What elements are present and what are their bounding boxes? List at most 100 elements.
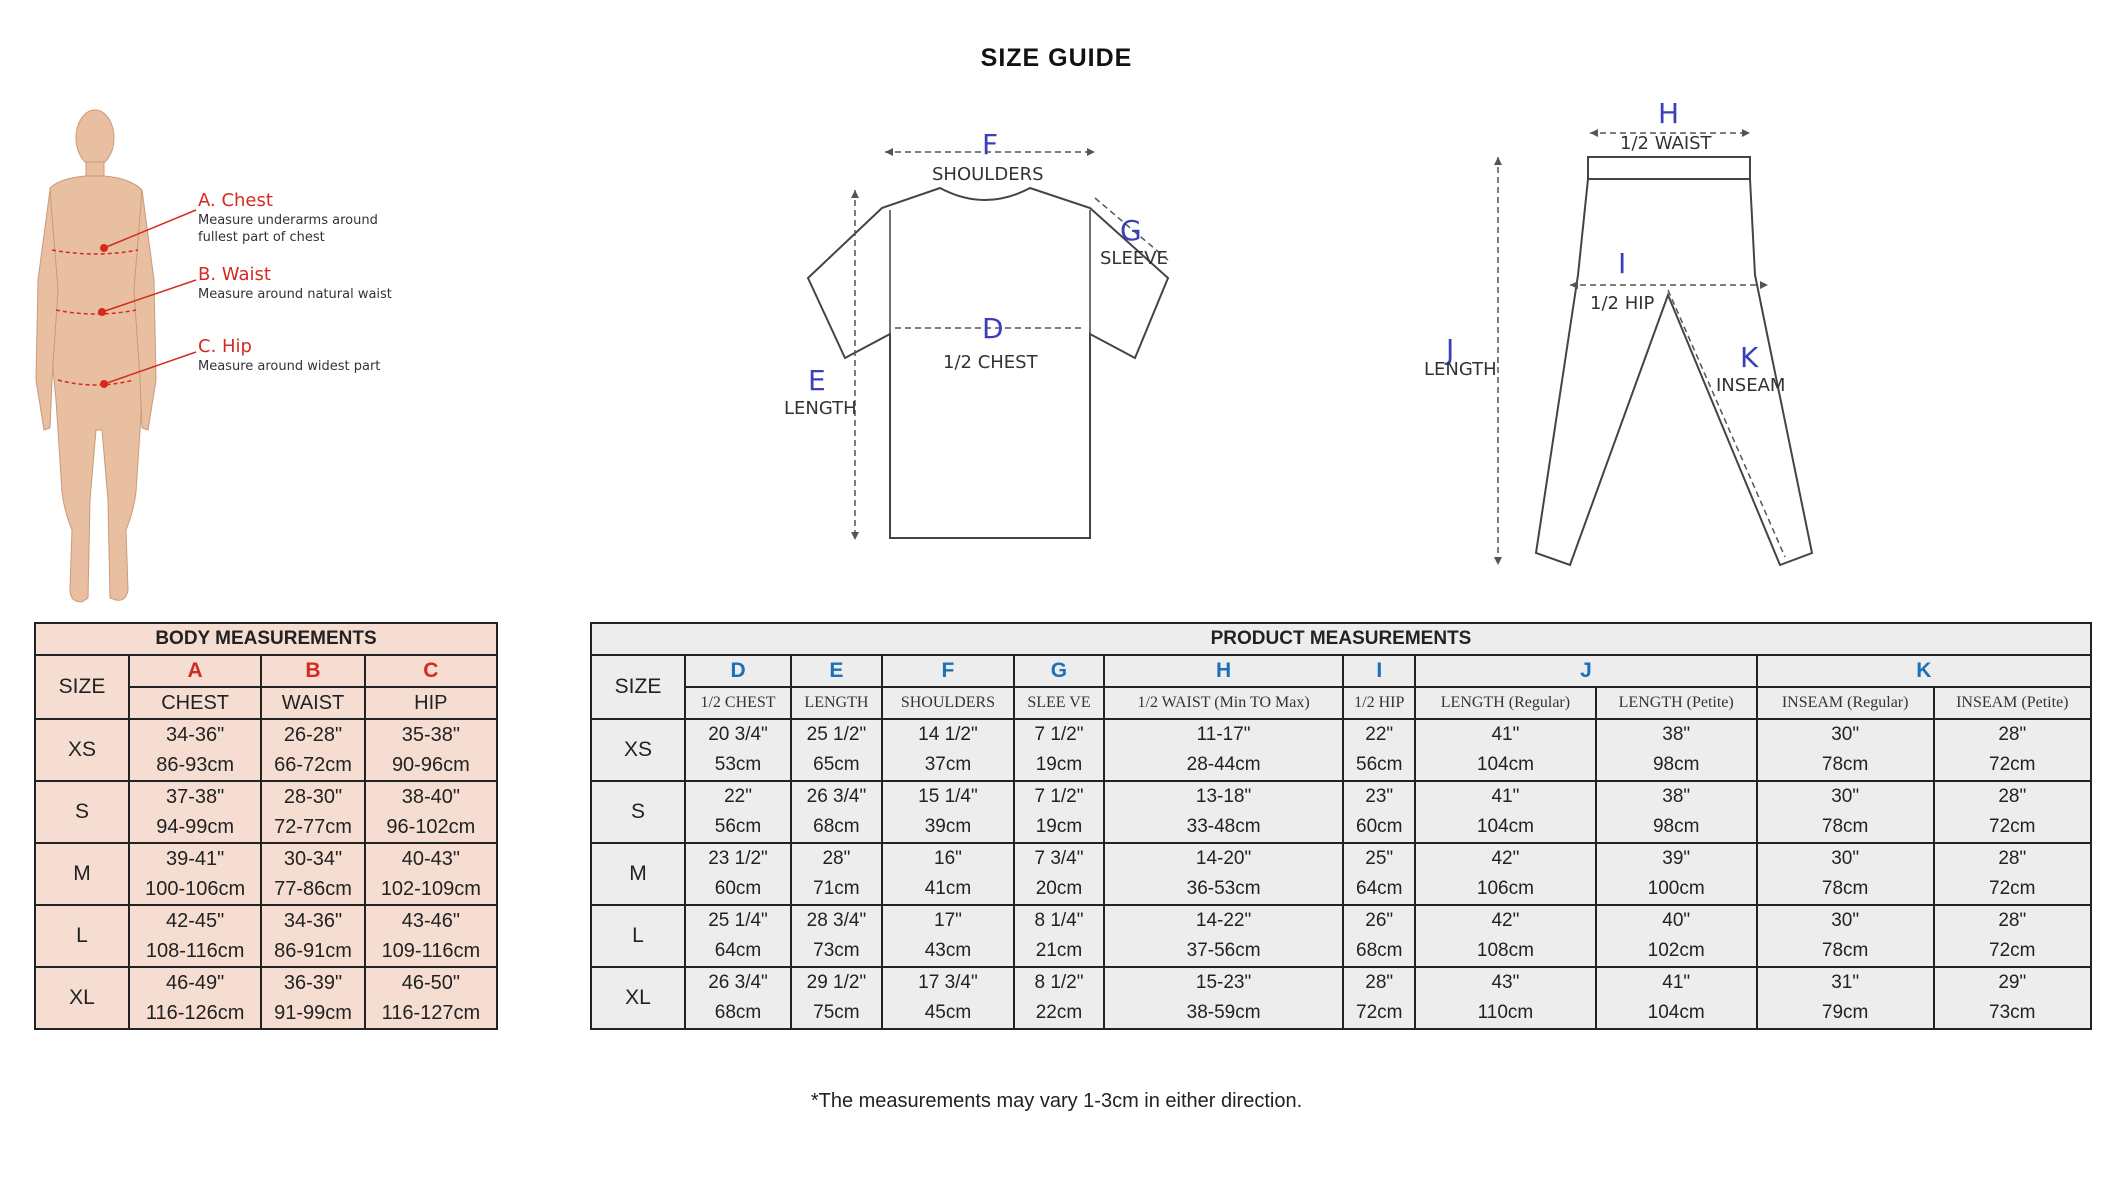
inch-value: 16" xyxy=(880,842,1016,874)
inch-value: 43-46" xyxy=(363,904,499,936)
cm-value: 68cm xyxy=(790,812,883,844)
cm-value: 60cm xyxy=(1342,812,1417,844)
cm-value: 56cm xyxy=(683,812,793,844)
cm-value: 108-116cm xyxy=(127,936,263,968)
inch-value: 30" xyxy=(1755,780,1935,812)
product-col-letter: E xyxy=(790,654,883,688)
inch-value: 7 1/2" xyxy=(1013,780,1105,812)
inch-value: 39-41" xyxy=(127,842,263,874)
cm-value: 104cm xyxy=(1594,998,1758,1030)
cm-value: 94-99cm xyxy=(127,812,263,844)
cm-value: 110cm xyxy=(1414,998,1597,1030)
inch-value: 41" xyxy=(1414,718,1597,750)
inch-value: 14-22" xyxy=(1102,904,1345,936)
cm-value: 78cm xyxy=(1755,750,1935,782)
cm-value: 86-93cm xyxy=(127,750,263,782)
cm-value: 64cm xyxy=(683,936,793,968)
hip-title: C. Hip xyxy=(198,336,252,357)
cm-value: 37-56cm xyxy=(1102,936,1345,968)
product-col-letter: F xyxy=(880,654,1016,688)
cm-value: 78cm xyxy=(1755,936,1935,968)
inch-value: 28" xyxy=(790,842,883,874)
product-col-name: SLEE VE xyxy=(1013,686,1105,720)
inch-value: 14 1/2" xyxy=(880,718,1016,750)
inch-value: 14-20" xyxy=(1102,842,1345,874)
size-cell: XS xyxy=(34,718,130,782)
product-col-name: 1/2 CHEST xyxy=(683,686,793,720)
inch-value: 26-28" xyxy=(260,718,366,750)
inch-value: 20 3/4" xyxy=(683,718,793,750)
inch-value: 41" xyxy=(1594,966,1758,998)
size-cell: M xyxy=(34,842,130,906)
cm-value: 75cm xyxy=(790,998,883,1030)
cm-value: 96-102cm xyxy=(363,812,499,844)
chest-desc-line2: fullest part of chest xyxy=(198,230,325,245)
cm-value: 72cm xyxy=(1932,874,2093,906)
tshirt-outline-icon xyxy=(806,186,1170,539)
size-cell: XS xyxy=(590,718,686,782)
cm-value: 104cm xyxy=(1414,812,1597,844)
body-col-letter: A xyxy=(127,654,263,688)
inch-value: 26 3/4" xyxy=(683,966,793,998)
waist-title: B. Waist xyxy=(198,264,271,285)
cm-value: 37cm xyxy=(880,750,1016,782)
product-col-name: LENGTH xyxy=(790,686,883,720)
pants-outline-icon xyxy=(1534,156,1814,567)
inch-value: 34-36" xyxy=(127,718,263,750)
inch-value: 7 1/2" xyxy=(1013,718,1105,750)
cm-value: 66-72cm xyxy=(260,750,366,782)
inch-value: 46-50" xyxy=(363,966,499,998)
footnote: *The measurements may vary 1-3cm in eith… xyxy=(810,1090,1303,1112)
cm-value: 56cm xyxy=(1342,750,1417,782)
cm-value: 78cm xyxy=(1755,874,1935,906)
body-table-caption: BODY MEASUREMENTS xyxy=(34,622,498,656)
cm-value: 53cm xyxy=(683,750,793,782)
size-cell: L xyxy=(34,904,130,968)
inch-value: 26" xyxy=(1342,904,1417,936)
inch-value: 28" xyxy=(1342,966,1417,998)
cm-value: 98cm xyxy=(1594,812,1758,844)
cm-value: 72cm xyxy=(1932,812,2093,844)
product-col-letter: J xyxy=(1414,654,1758,688)
product-col-name: SHOULDERS xyxy=(880,686,1016,720)
cm-value: 104cm xyxy=(1414,750,1597,782)
cm-value: 116-126cm xyxy=(127,998,263,1030)
cm-value: 78cm xyxy=(1755,812,1935,844)
pants-k-letter: K xyxy=(1740,341,1759,374)
product-table-caption: PRODUCT MEASUREMENTS xyxy=(590,622,2092,656)
cm-value: 20cm xyxy=(1013,874,1105,906)
inch-value: 25 1/2" xyxy=(790,718,883,750)
cm-value: 72cm xyxy=(1932,936,2093,968)
product-col-letter: I xyxy=(1342,654,1417,688)
product-col-name: LENGTH (Regular) xyxy=(1414,686,1597,720)
inch-value: 29" xyxy=(1932,966,2093,998)
size-cell: L xyxy=(590,904,686,968)
body-col-letter: B xyxy=(260,654,366,688)
cm-value: 73cm xyxy=(1932,998,2093,1030)
inch-value: 41" xyxy=(1414,780,1597,812)
inch-value: 40-43" xyxy=(363,842,499,874)
cm-value: 77-86cm xyxy=(260,874,366,906)
inch-value: 28 3/4" xyxy=(790,904,883,936)
inch-value: 40" xyxy=(1594,904,1758,936)
inch-value: 38" xyxy=(1594,718,1758,750)
inch-value: 30" xyxy=(1755,842,1935,874)
shirt-g-label: SLEEVE xyxy=(1100,248,1168,269)
body-col-name: WAIST xyxy=(260,686,366,720)
body-col-name: CHEST xyxy=(127,686,263,720)
pants-k-label: INSEAM xyxy=(1716,375,1785,396)
cm-value: 73cm xyxy=(790,936,883,968)
inch-value: 25 1/4" xyxy=(683,904,793,936)
cm-value: 22cm xyxy=(1013,998,1105,1030)
